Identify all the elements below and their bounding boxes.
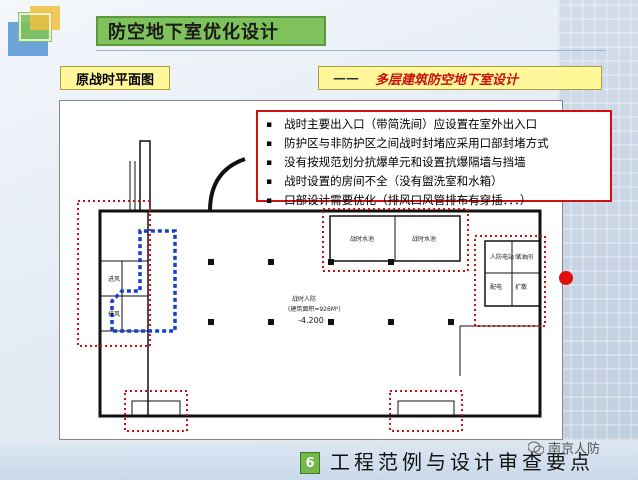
room-label-1: 战时水池 (412, 235, 436, 243)
slide-title: 防空地下室优化设计 (96, 16, 326, 46)
issue-notes-box: 战时主要出入口（带简洗间）应设置在室外出入口 防护区与非防护区之间战时封堵应采用… (256, 110, 612, 207)
title-divider (96, 50, 606, 51)
wechat-icon (528, 441, 544, 454)
center-room-label: 战时人防 (292, 295, 316, 303)
note-item: 防护区与非防护区之间战时封堵应采用口部封堵方式 (266, 135, 604, 154)
watermark-text: 南京人防 (548, 442, 601, 457)
subtitle-text: 多层建筑防空地下室设计 (375, 72, 519, 88)
page-number: 6 (300, 452, 320, 474)
original-plan-label: 原战时平面图 (60, 66, 170, 90)
note-item: 战时设置的房间不全（没有盥洗室和水箱） (266, 173, 604, 192)
room-label-4: 配电 (490, 283, 502, 291)
room-label-5: 扩散 (515, 283, 527, 291)
room-label-6: 进风 (108, 275, 120, 283)
watermark: 南京人防 (528, 438, 600, 457)
subtitle-dash: —— (333, 70, 359, 86)
logo-icon (8, 6, 60, 56)
room-label-3: 储油间 (515, 253, 533, 261)
section-subtitle: —— 多层建筑防空地下室设计 (318, 66, 602, 90)
room-label-0: 战时水池 (350, 235, 374, 243)
note-item: 口部设计需要优化（排风口风管排布有穿插．．．） (266, 192, 604, 211)
note-item: 没有按规范划分抗爆单元和设置抗爆隔墙与挡墙 (266, 154, 604, 173)
floor-plan-drawing: 战时水池 战时水池 人防电站 储油间 配电 扩散 进风 排风 战时人防 (建筑面… (77, 140, 546, 432)
elevation-label: -4.200 (298, 316, 324, 325)
room-label-2: 人防电站 (490, 253, 514, 261)
note-item: 战时主要出入口（带简洗间）应设置在室外出入口 (266, 116, 604, 135)
red-marker-dot (559, 271, 573, 285)
footer-title: 工程范例与设计审查要点 (330, 450, 594, 474)
area-label: (建筑面积=926M²) (288, 305, 341, 313)
room-label-7: 排风 (108, 310, 120, 318)
